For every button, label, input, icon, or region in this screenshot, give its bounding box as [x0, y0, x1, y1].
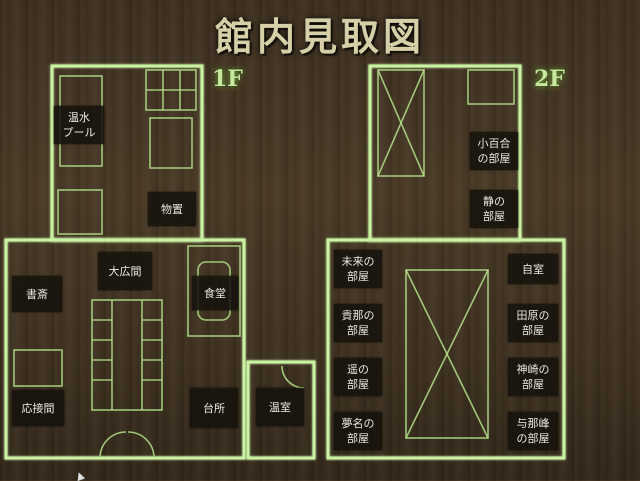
room-label: 書斎 — [26, 287, 48, 301]
room-kina[interactable]: 貴那の 部屋 — [334, 304, 382, 342]
room-kanzaki[interactable]: 神崎の 部屋 — [508, 358, 558, 396]
room-label: 静の 部屋 — [483, 195, 505, 223]
room-dining[interactable]: 食堂 — [192, 276, 238, 310]
room-label: 遥の 部屋 — [347, 363, 369, 391]
room-label: 温室 — [269, 400, 291, 414]
map-title: 館内見取図 — [214, 14, 425, 59]
room-haruka[interactable]: 遥の 部屋 — [334, 358, 382, 396]
room-label: 神崎の 部屋 — [516, 363, 550, 391]
room-label: 小百合 の部屋 — [477, 137, 511, 165]
room-own[interactable]: 自室 — [508, 254, 558, 284]
room-label: 台所 — [203, 401, 225, 415]
floor-label-1f: 1F — [212, 66, 243, 92]
room-label: 田原の 部屋 — [516, 309, 550, 337]
room-reception[interactable]: 応接間 — [12, 390, 64, 426]
plan-1f — [4, 64, 316, 460]
plan-2f — [326, 64, 566, 460]
room-study[interactable]: 書斎 — [12, 276, 62, 312]
room-label: 貴那の 部屋 — [341, 309, 375, 337]
room-sayuri[interactable]: 小百合 の部屋 — [470, 132, 518, 170]
room-label: 与那峰 の部屋 — [516, 417, 550, 445]
floor-label-2f: 2F — [534, 66, 565, 92]
room-heated-pool[interactable]: 温水 プール — [54, 106, 104, 144]
room-label: 食堂 — [204, 286, 226, 300]
room-kitchen[interactable]: 台所 — [190, 388, 238, 428]
room-label: 未来の 部屋 — [341, 255, 375, 283]
room-tawara[interactable]: 田原の 部屋 — [508, 304, 558, 342]
room-yumena[interactable]: 夢名の 部屋 — [334, 412, 382, 450]
room-label: 大広間 — [108, 264, 142, 278]
room-label: 温水 プール — [62, 111, 96, 139]
room-great-hall[interactable]: 大広間 — [98, 252, 152, 290]
room-yonamine[interactable]: 与那峰 の部屋 — [508, 412, 558, 450]
room-label: 応接間 — [21, 401, 55, 415]
room-greenhouse[interactable]: 温室 — [256, 388, 304, 426]
room-label: 夢名の 部屋 — [341, 417, 375, 445]
room-label: 自室 — [522, 262, 544, 276]
room-shizuka[interactable]: 静の 部屋 — [470, 190, 518, 228]
room-label: 物置 — [161, 202, 183, 216]
room-miku[interactable]: 未来の 部屋 — [334, 250, 382, 288]
room-storage[interactable]: 物置 — [148, 192, 196, 226]
